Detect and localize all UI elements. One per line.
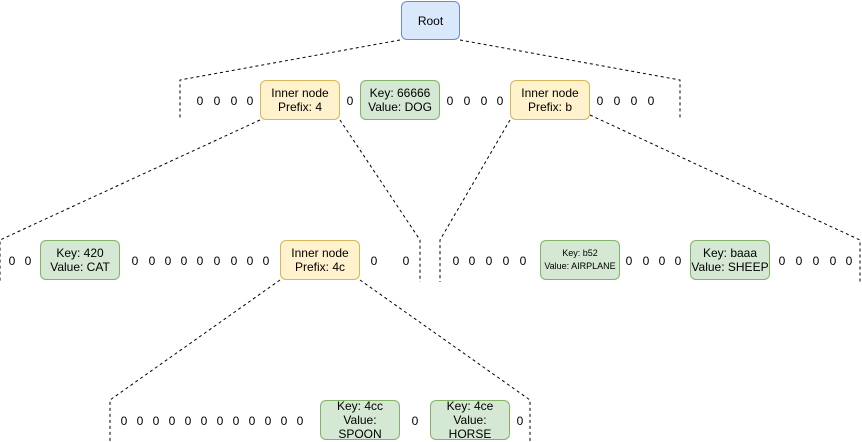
slot-zero: 0 [131,254,139,268]
slot-zero: 0 [642,254,650,268]
slot-zero: 0 [168,414,176,428]
slot-zero: 0 [196,254,204,268]
inner-node-title: Inner node [271,86,329,100]
slot-zero: 0 [296,414,304,428]
slot-zero: 0 [184,414,192,428]
slot-zero: 0 [164,254,172,268]
slot-zero: 0 [280,414,288,428]
leaf-node-baaa: Key: baaa Value: SHEEP [690,240,770,280]
leaf-key: Key: b52 [562,248,598,258]
slot-zero: 0 [485,254,493,268]
inner-node-title: Inner node [521,86,579,100]
slot-zero: 0 [148,254,156,268]
slot-zero: 0 [658,254,666,268]
slot-zero: 0 [230,94,238,108]
leaf-key: Key: 4ce [446,399,494,413]
inner-node-prefix-4c: Inner node Prefix: 4c [280,240,360,280]
leaf-key: Key: 66666 [369,86,431,100]
edge-inner4c-to-level3-left [109,279,281,442]
edge-inner4-to-level2-right [339,119,421,282]
leaf-key: Key: 420 [56,246,104,260]
slot-zero: 0 [625,254,633,268]
edge-root-to-level1 [179,39,401,120]
inner-node-prefix: Prefix: 4c [294,260,345,274]
slot-zero: 0 [180,254,188,268]
inner-node-prefix: Prefix: b [527,100,572,114]
slot-zero: 0 [845,254,853,268]
leaf-node-420: Key: 420 Value: CAT [40,240,120,280]
slot-zero: 0 [246,94,254,108]
leaf-key: Key: baaa [702,246,758,260]
slot-zero: 0 [468,254,476,268]
slot-zero: 0 [246,254,254,268]
slot-zero: 0 [200,414,208,428]
edge-innerb-to-level2-right [589,114,861,282]
slot-zero: 0 [480,94,488,108]
slot-zero: 0 [630,94,638,108]
slot-zero: 0 [264,414,272,428]
slot-zero: 0 [596,94,604,108]
slot-zero: 0 [463,94,471,108]
edge-inner4c-to-level3-right [359,279,531,442]
leaf-key: Key: 4cc [336,399,384,413]
slot-zero: 0 [674,254,682,268]
root-node: Root [401,1,460,40]
slot-zero: 0 [502,254,510,268]
slot-zero: 0 [24,254,32,268]
edge-innerb-to-level2-left [439,119,511,282]
slot-zero: 0 [213,254,221,268]
slot-zero: 0 [262,254,270,268]
leaf-node-4cc: Key: 4cc Value: SPOON [320,399,400,441]
slot-zero: 0 [232,414,240,428]
slot-zero: 0 [248,414,256,428]
inner-node-prefix-b: Inner node Prefix: b [510,80,590,120]
slot-zero: 0 [136,414,144,428]
slot-zero: 0 [346,94,354,108]
leaf-value: Value: DOG [368,100,432,114]
inner-node-prefix-4: Inner node Prefix: 4 [260,80,340,120]
slot-zero: 0 [496,94,504,108]
slot-zero: 0 [152,414,160,428]
slot-zero: 0 [8,254,16,268]
slot-zero: 0 [647,94,655,108]
slot-zero: 0 [120,414,128,428]
leaf-value: Value: CAT [50,260,110,274]
slot-zero: 0 [213,94,221,108]
leaf-node-66666: Key: 66666 Value: DOG [360,80,440,120]
leaf-value: Value: HORSE [448,413,492,441]
inner-node-prefix: Prefix: 4 [277,100,322,114]
root-label: Root [417,13,444,28]
leaf-value: Value: SPOON [338,413,382,441]
slot-zero: 0 [230,254,238,268]
slot-zero: 0 [402,254,410,268]
slot-zero: 0 [216,414,224,428]
slot-zero: 0 [516,414,524,428]
slot-zero: 0 [613,94,621,108]
leaf-value: Value: SHEEP [691,260,769,274]
slot-zero: 0 [411,414,419,428]
leaf-node-4ce: Key: 4ce Value: HORSE [430,399,510,441]
slot-zero: 0 [196,94,204,108]
leaf-node-b52: Key: b52 Value: AIRPLANE [540,240,620,280]
slot-zero: 0 [812,254,820,268]
slot-zero: 0 [778,254,786,268]
inner-node-title: Inner node [291,246,349,260]
slot-zero: 0 [370,254,378,268]
leaf-value: Value: AIRPLANE [544,261,616,271]
slot-zero: 0 [795,254,803,268]
slot-zero: 0 [829,254,837,268]
edge-root-to-level1-right [459,39,681,120]
slot-zero: 0 [446,94,454,108]
slot-zero: 0 [519,254,527,268]
slot-zero: 0 [452,254,460,268]
